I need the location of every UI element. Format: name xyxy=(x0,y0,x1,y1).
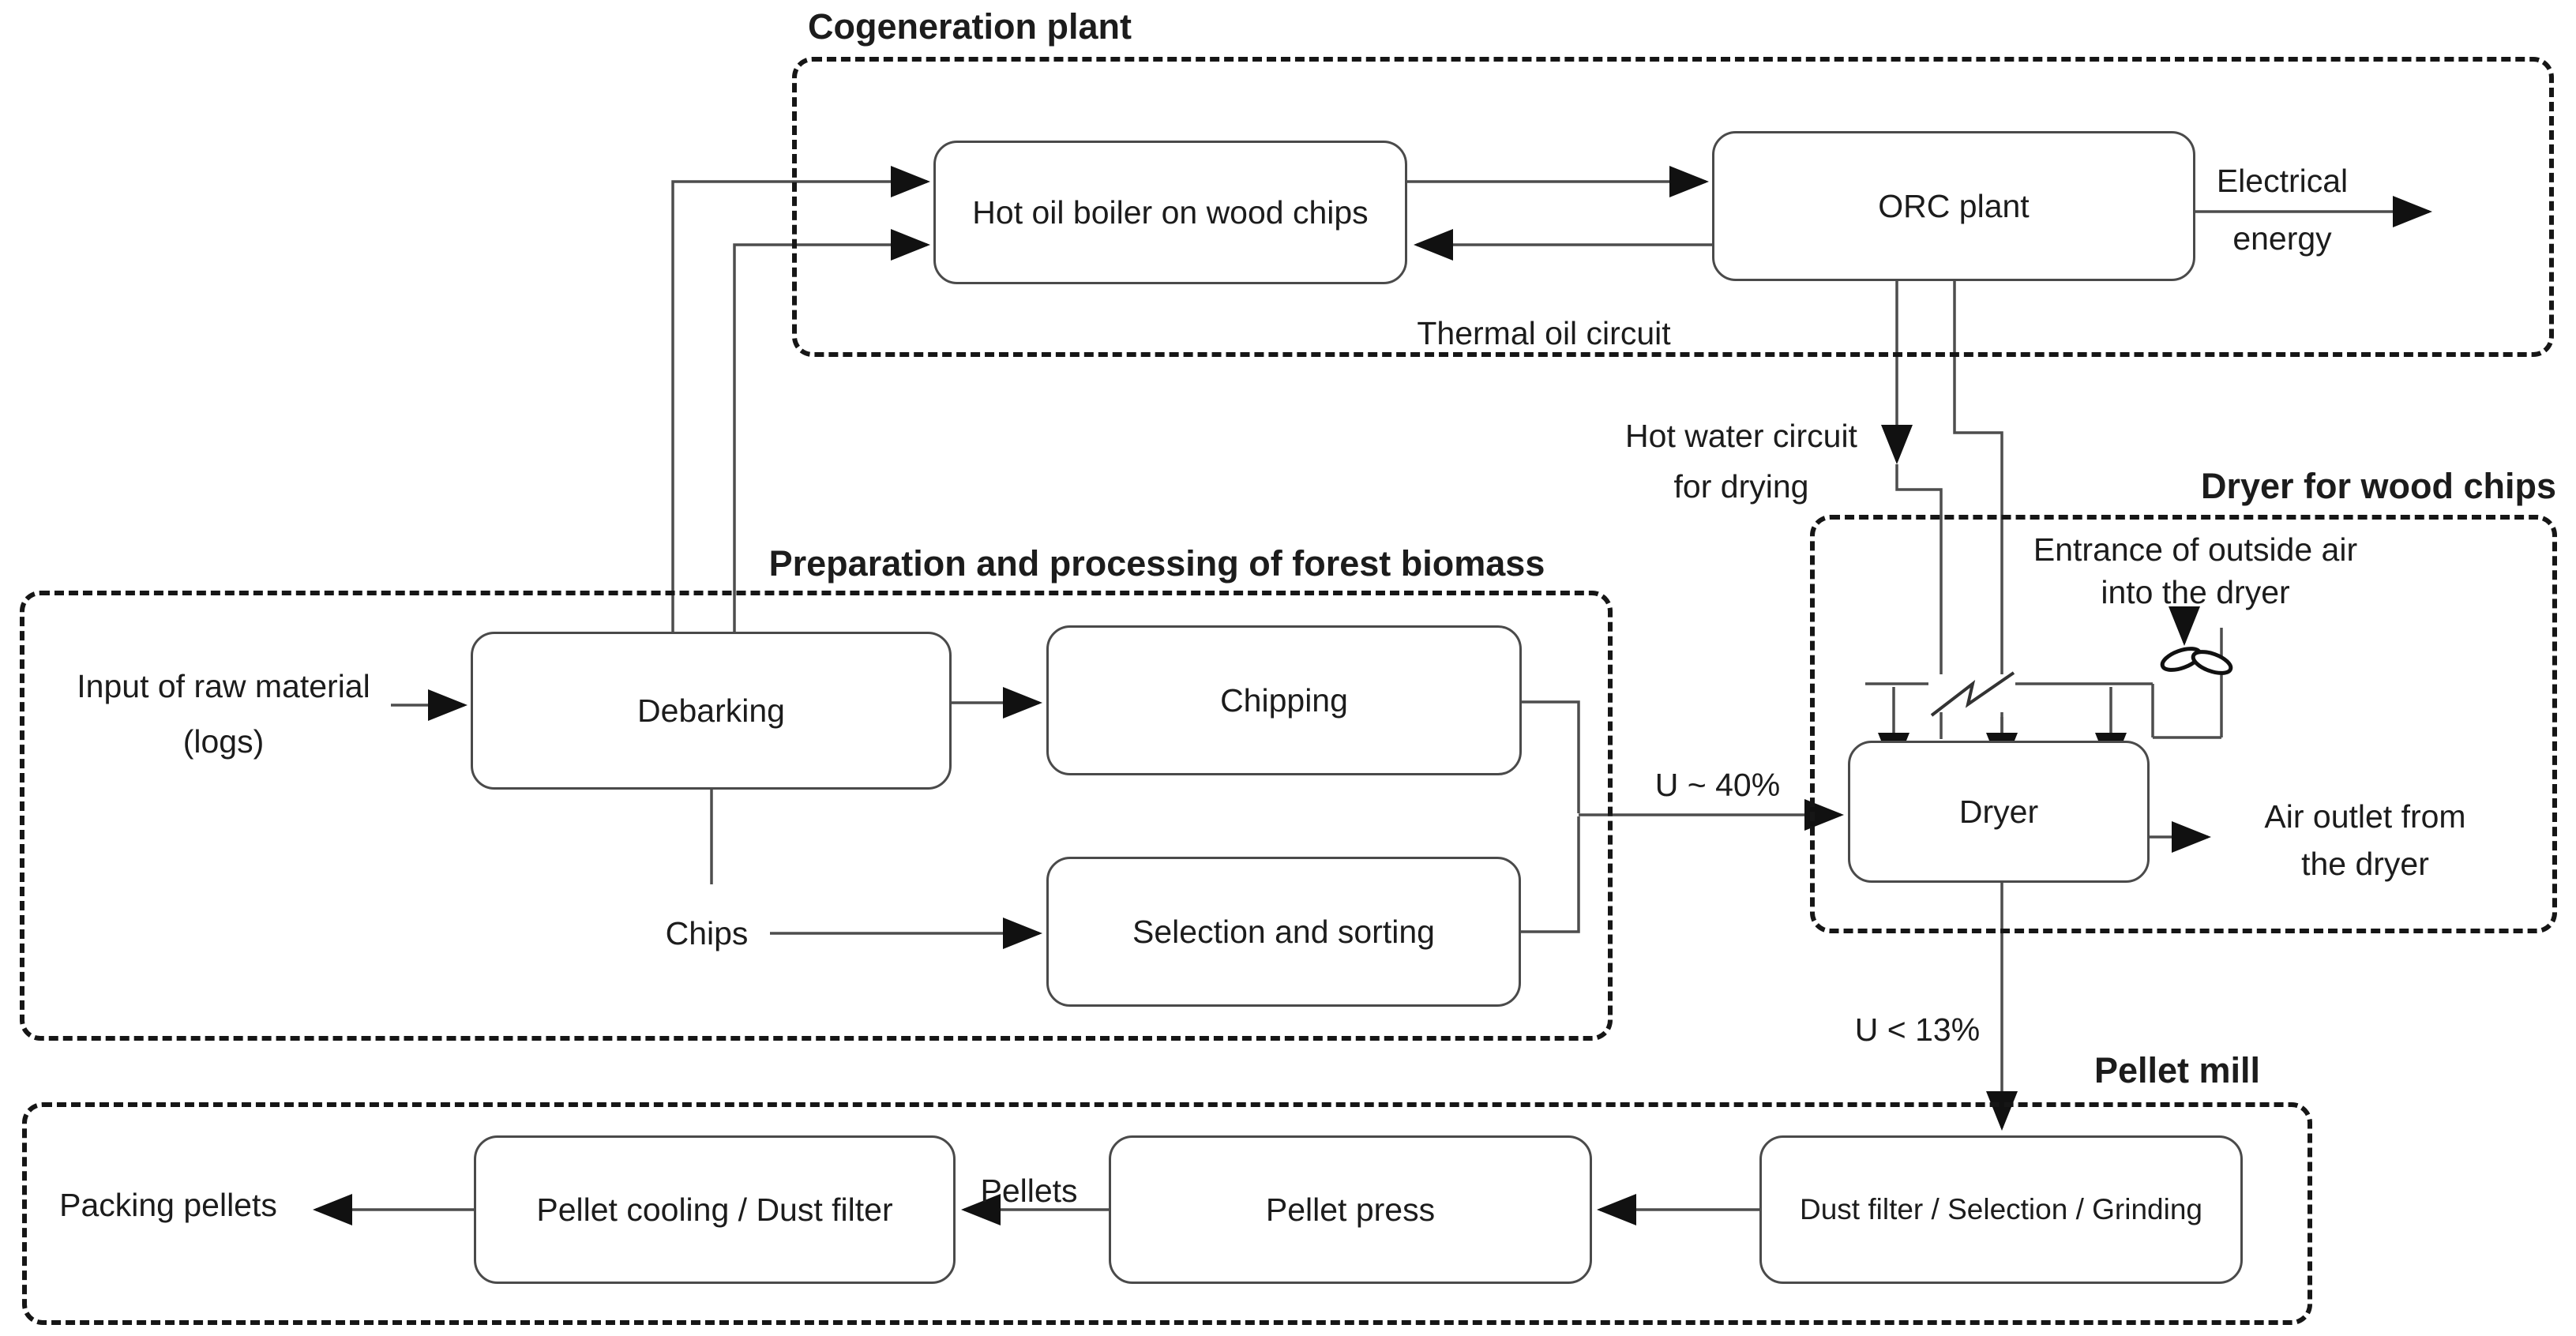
node-pellet-cooling: Pellet cooling / Dust filter xyxy=(474,1135,956,1284)
label-entrance-line2: into the dryer xyxy=(2101,574,2290,610)
group-title-pellet-mill: Pellet mill xyxy=(2093,1050,2261,1090)
group-preparation xyxy=(20,591,1613,1041)
node-hot-oil-boiler: Hot oil boiler on wood chips xyxy=(933,141,1407,284)
node-dryer: Dryer xyxy=(1848,741,2150,883)
line-orc-hot-water-supply-lower xyxy=(1895,464,1943,739)
line-selection-to-junction xyxy=(1521,816,1580,933)
node-debarking: Debarking xyxy=(471,632,952,790)
line-chipping-to-junction xyxy=(1522,700,1580,813)
label-electrical-line1: Electrical xyxy=(2216,163,2349,199)
group-pellet-mill xyxy=(22,1102,2312,1325)
label-packing-pellets: Packing pellets xyxy=(59,1187,277,1223)
pipe-crossing-break-icon xyxy=(1930,671,2015,717)
fan-icon xyxy=(2160,647,2233,675)
label-air-outlet-line2: the dryer xyxy=(2301,846,2429,882)
label-u40: U ~ 40% xyxy=(1654,767,1781,803)
label-air-outlet-line1: Air outlet from xyxy=(2264,798,2466,835)
label-pellets: Pellets xyxy=(980,1173,1078,1209)
label-entrance-line1: Entrance of outside air xyxy=(2033,531,2358,568)
label-input-raw-line1: Input of raw material xyxy=(77,668,370,704)
group-title-preparation: Preparation and processing of forest bio… xyxy=(768,543,1545,584)
group-cogeneration-plant xyxy=(792,57,2554,357)
group-dryer xyxy=(1810,515,2557,933)
node-pellet-press: Pellet press xyxy=(1109,1135,1592,1284)
node-orc-plant: ORC plant xyxy=(1712,131,2195,281)
label-thermal-oil-circuit: Thermal oil circuit xyxy=(1417,315,1671,351)
node-dust-filter-selection-grinding: Dust filter / Selection / Grinding xyxy=(1759,1135,2243,1284)
node-chipping: Chipping xyxy=(1046,625,1522,775)
group-title-cogeneration: Cogeneration plant xyxy=(808,6,1132,47)
arrow-debarking-to-boiler-bottom xyxy=(733,229,931,632)
line-orc-hot-water-return xyxy=(1953,281,2003,739)
label-u13: U < 13% xyxy=(1854,1011,1981,1048)
label-chips: Chips xyxy=(665,915,749,951)
label-electrical-line2: energy xyxy=(2232,220,2332,257)
group-title-dryer: Dryer for wood chips xyxy=(2200,466,2557,506)
label-hot-water-line1: Hot water circuit xyxy=(1625,418,1857,454)
arrow-debarking-to-boiler-top xyxy=(671,166,931,632)
label-hot-water-line2: for drying xyxy=(1673,468,1809,505)
label-input-raw-line2: (logs) xyxy=(182,723,265,760)
node-selection-sorting: Selection and sorting xyxy=(1046,857,1521,1007)
